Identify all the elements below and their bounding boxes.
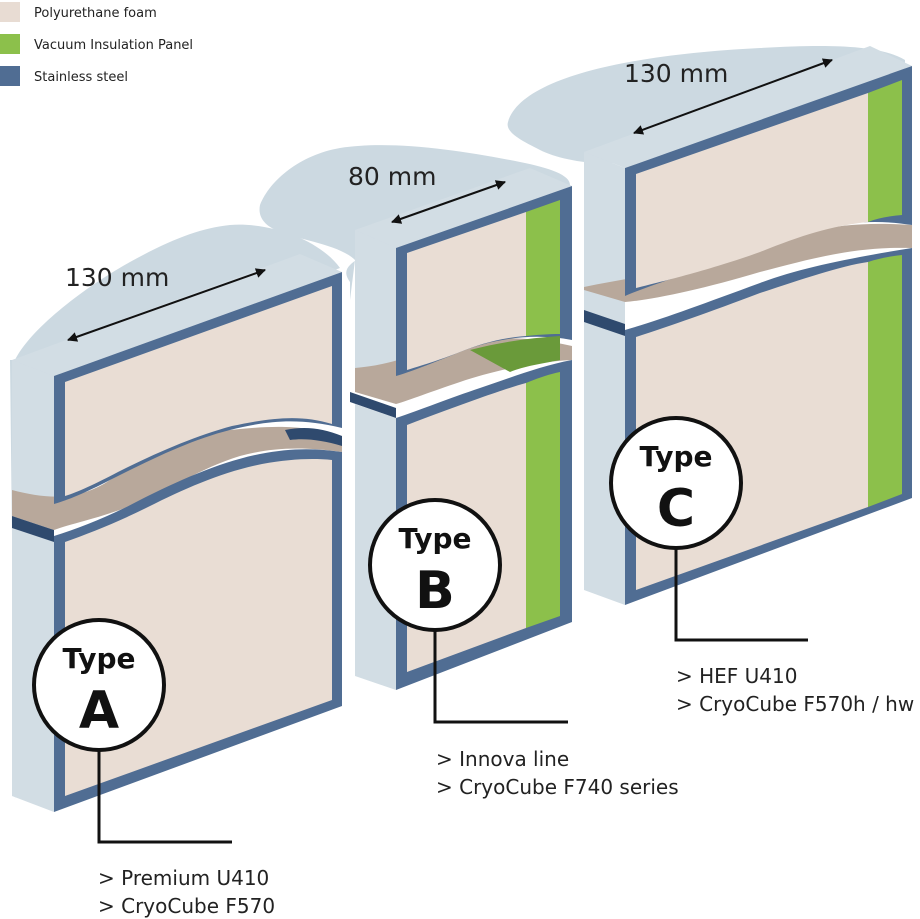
panel-b-foam-upper	[407, 212, 526, 370]
panel-b-dimension-label: 80 mm	[348, 162, 436, 191]
legend-swatch-vip	[0, 34, 20, 54]
legend-label-steel: Stainless steel	[34, 70, 128, 85]
panel-b-model-2: > CryoCube F740 series	[436, 775, 679, 799]
panel-a-side-upper	[12, 360, 54, 504]
panel-c-foam-upper	[636, 93, 868, 288]
panel-c-dimension-label: 130 mm	[624, 59, 728, 88]
panel-c-model-2: > CryoCube F570h / hw	[676, 692, 914, 716]
panel-a-side-lower	[12, 522, 54, 812]
panel-c-cut-top	[584, 223, 912, 302]
panel-b-type-letter: B	[415, 561, 455, 621]
legend-swatch-foam	[0, 2, 20, 22]
panel-a-type-letter: A	[79, 681, 119, 741]
panel-c-type-letter: C	[657, 479, 695, 539]
panel-c-model-1: > HEF U410	[676, 664, 797, 688]
panel-a-cut-steel	[12, 516, 54, 542]
panel-a-type-badge: Type A	[32, 618, 166, 752]
panel-b: 80 mm Type B > Innova line > CryoCube F7…	[259, 145, 679, 799]
panel-b-vip-cut	[470, 336, 560, 372]
panel-a-cut-top	[12, 426, 342, 530]
panel-a-dimension-arrow	[67, 268, 266, 342]
panel-b-type-badge: Type B	[368, 498, 502, 632]
panel-a-cut-steel-right	[285, 428, 342, 446]
panel-b-dimension-arrow	[391, 180, 506, 224]
panel-c-dimension-arrow	[633, 58, 833, 135]
legend-item-vip: Vacuum Insulation Panel	[0, 34, 193, 54]
legend-item-foam: Polyurethane foam	[0, 2, 157, 22]
panel-a-dimension-label: 130 mm	[65, 263, 169, 292]
panel-a-model-1: > Premium U410	[98, 866, 269, 890]
legend-swatch-steel	[0, 66, 20, 86]
panel-c-type-word: Type	[639, 440, 712, 473]
legend-label-vip: Vacuum Insulation Panel	[34, 38, 193, 53]
panel-b-type-word: Type	[398, 522, 471, 555]
panel-c-vip-lower	[868, 255, 902, 507]
panel-b-vip-upper	[526, 200, 560, 336]
panel-b-model-1: > Innova line	[436, 747, 569, 771]
panel-b-cut-steel	[350, 392, 396, 418]
panel-c-leader-line	[674, 548, 808, 642]
panel-b-vip-lower	[526, 372, 560, 628]
panel-a-model-2: > CryoCube F570	[98, 894, 275, 918]
panel-a: 130 mm Type A > Premium U410 > CryoCube …	[10, 224, 342, 918]
panel-c-side-upper	[584, 152, 625, 330]
panel-c-type-badge: Type C	[609, 416, 743, 550]
panel-b-leader-line	[433, 630, 568, 724]
panel-b-side-upper	[355, 230, 396, 395]
panel-a-leader-line	[97, 750, 232, 844]
legend-label-foam: Polyurethane foam	[34, 6, 157, 21]
panel-c-side-lower	[584, 316, 625, 605]
panel-c-vip-upper	[868, 80, 902, 222]
panel-a-type-word: Type	[62, 642, 135, 675]
legend-item-steel: Stainless steel	[0, 66, 128, 86]
panel-c: 130 mm Type C > HEF U410 > CryoCube F570…	[507, 45, 914, 716]
panel-c-cut-steel	[584, 310, 625, 336]
legend: Polyurethane foam Vacuum Insulation Pane…	[0, 2, 193, 86]
